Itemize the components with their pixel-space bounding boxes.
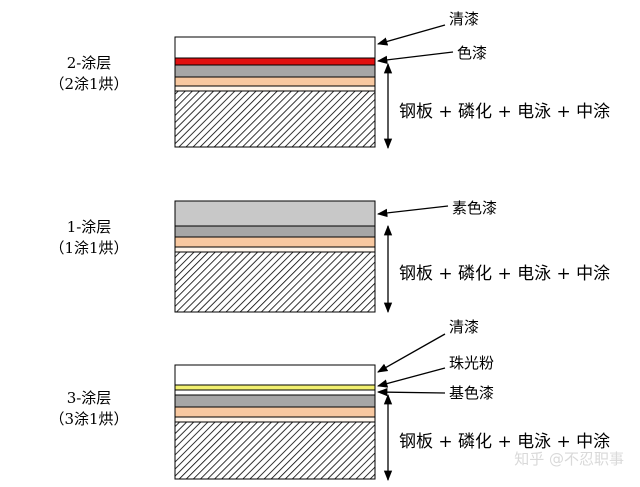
- layer-steel: [174, 421, 376, 480]
- layer-thin: [174, 416, 376, 423]
- layer-orange: [174, 406, 376, 418]
- layer-solid-coat: [174, 200, 376, 227]
- callout-color-coat: 色漆: [457, 44, 488, 62]
- arrow-clear-coat: [376, 24, 446, 46]
- layer-pearl-coat: [174, 384, 376, 391]
- callout-base-coat: 基色漆: [449, 384, 495, 402]
- layer-orange: [174, 76, 376, 87]
- substrate-label: 钢板 + 磷化 + 电泳 + 中涂: [399, 432, 611, 452]
- watermark: 知乎 @不忍职事: [514, 450, 624, 468]
- layer-color-coat: [174, 57, 376, 66]
- arrow-solid-coat: [376, 205, 449, 218]
- arrow-clear-coat: [377, 333, 446, 373]
- layer-gray: [174, 64, 376, 78]
- subtitle-3-coat: （3涂1烘）: [49, 410, 129, 428]
- substrate-label: 钢板 + 磷化 + 电泳 + 中涂: [399, 102, 611, 122]
- subtitle-2-coat: （2涂1烘）: [49, 75, 129, 93]
- substrate-label: 钢板 + 磷化 + 电泳 + 中涂: [399, 264, 611, 284]
- callout-clear-coat: 清漆: [449, 10, 480, 28]
- layer-clear-coat: [174, 36, 376, 59]
- title-3-coat: 3-涂层: [66, 389, 112, 407]
- arrow-base-coat: [376, 387, 446, 397]
- layer-thin: [174, 246, 376, 253]
- stack-1-coat: [174, 200, 376, 313]
- layer-steel: [174, 90, 376, 148]
- layer-gray: [174, 225, 376, 238]
- callout-clear-coat: 清漆: [449, 318, 480, 336]
- callout-pearl-coat: 珠光粉: [449, 354, 495, 372]
- stack-3-coat: [174, 364, 376, 480]
- arrow-color-coat: [376, 51, 454, 65]
- stack-2-coat: [174, 36, 376, 148]
- arrow-pearl-coat: [376, 367, 446, 388]
- title-1-coat: 1-涂层: [66, 218, 112, 236]
- layer-orange: [174, 236, 376, 248]
- title-2-coat: 2-涂层: [66, 54, 112, 72]
- subtitle-1-coat: （1涂1烘）: [49, 239, 129, 257]
- layer-thin: [174, 85, 376, 92]
- layer-base-coat: [174, 389, 376, 396]
- layer-gray: [174, 394, 376, 408]
- layer-steel: [174, 251, 376, 313]
- layer-clear-coat: [174, 364, 376, 386]
- callout-solid-coat: 素色漆: [452, 199, 498, 217]
